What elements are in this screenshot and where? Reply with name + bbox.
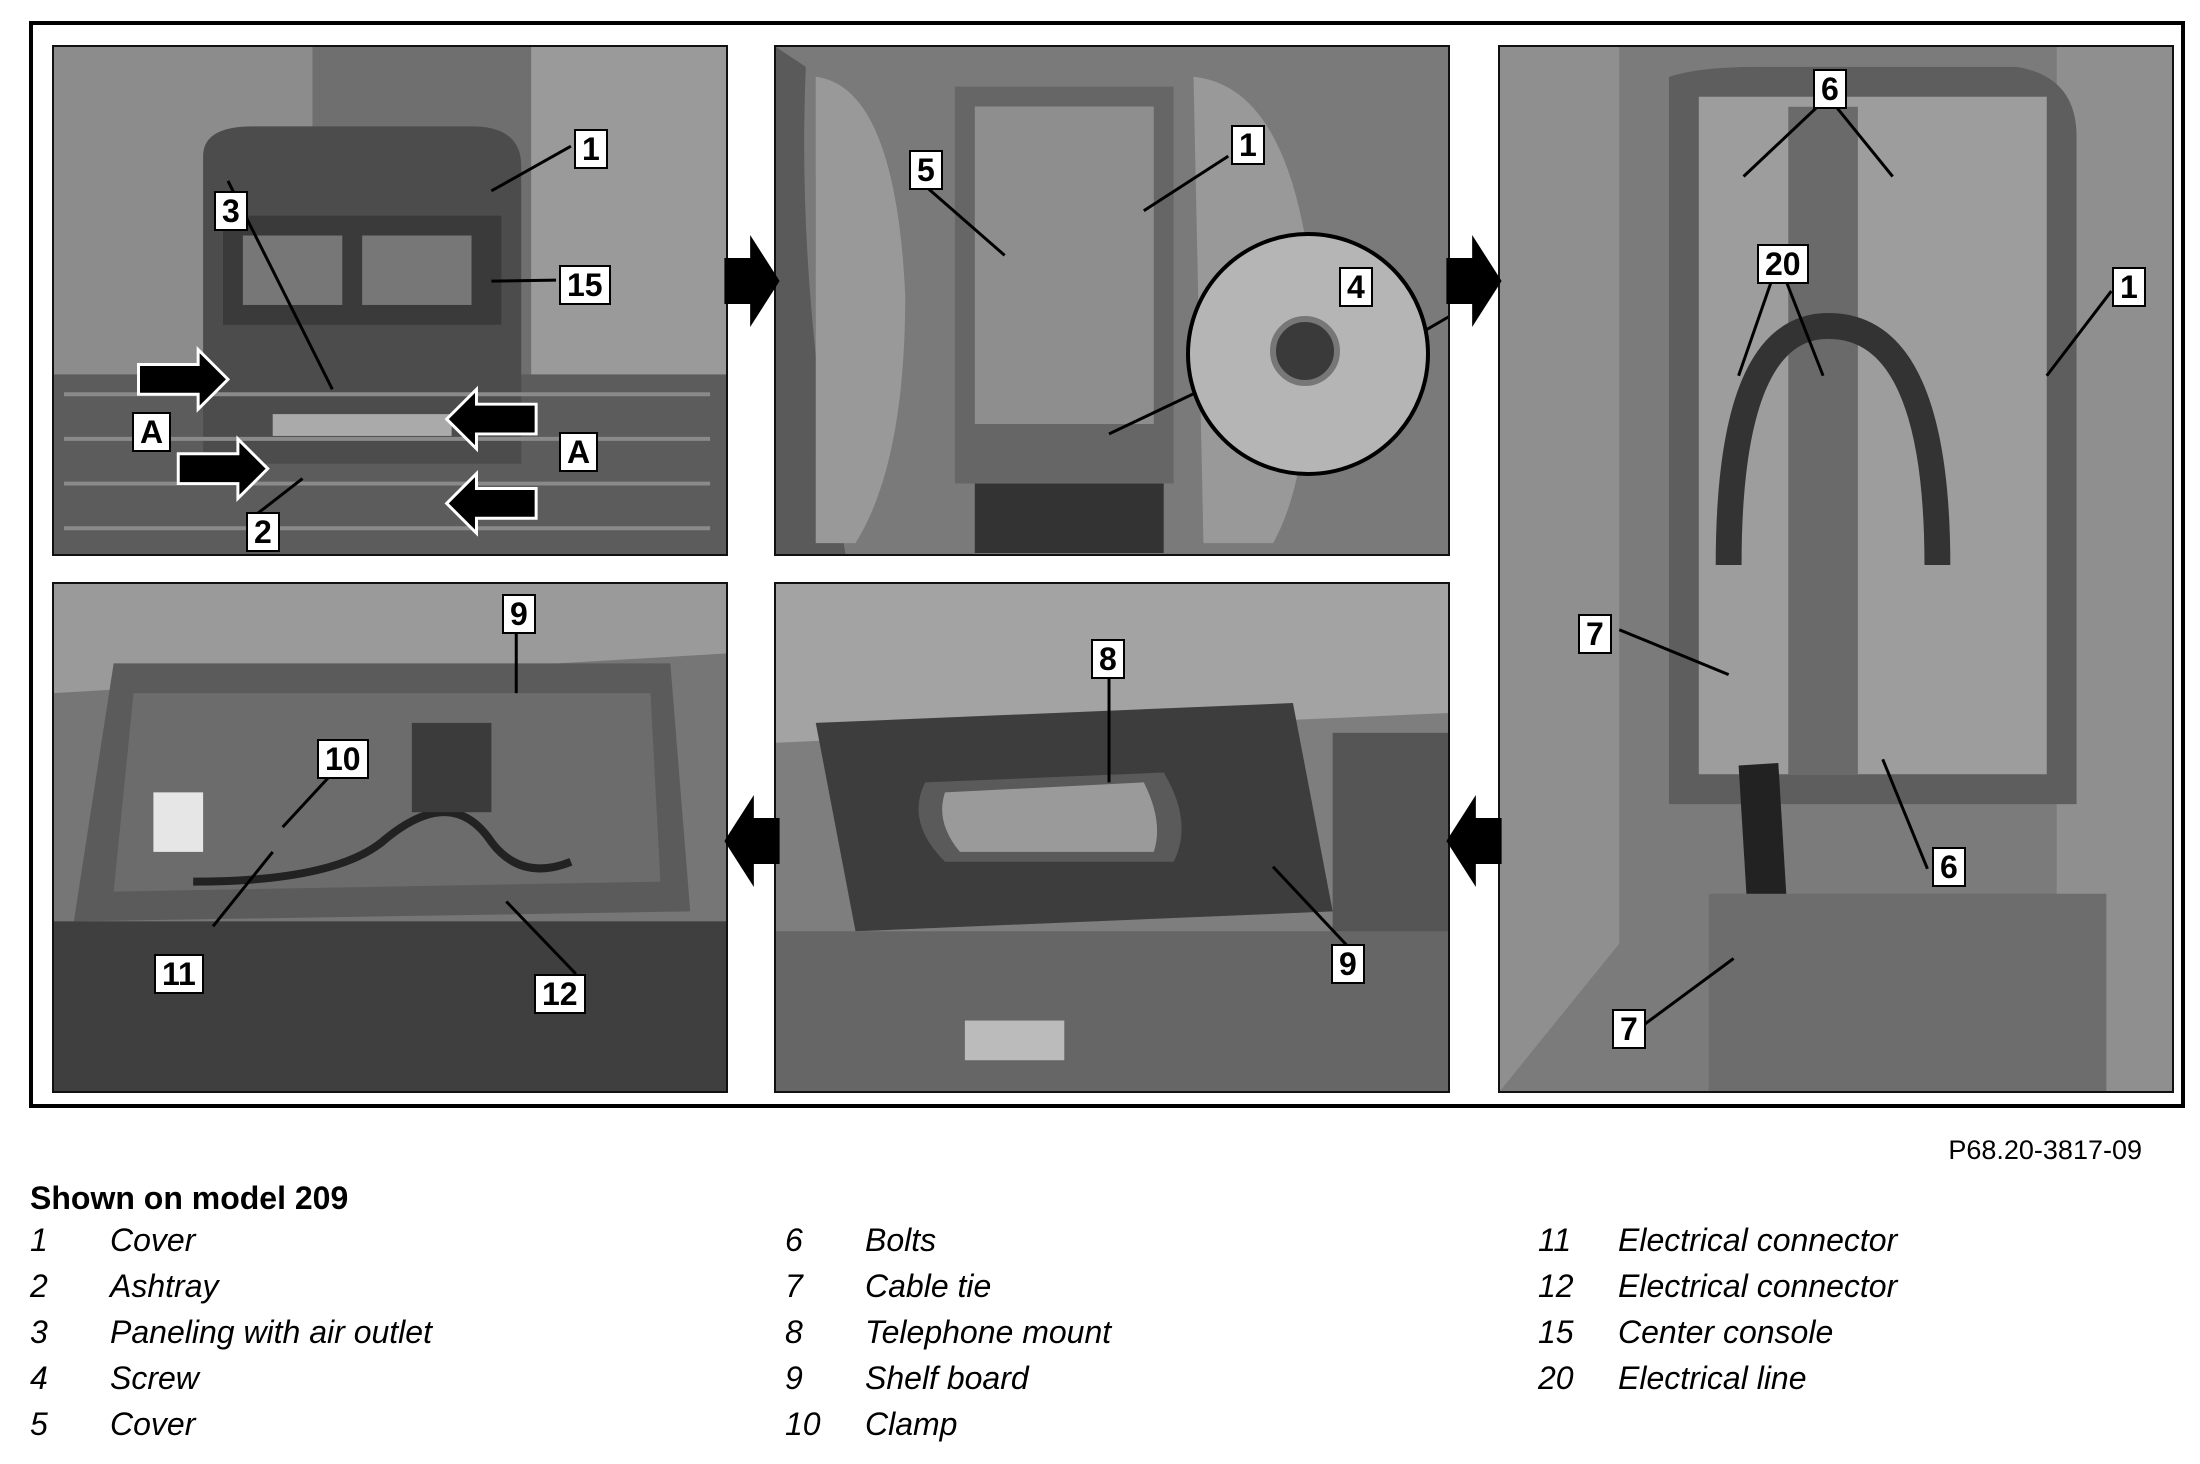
legend-number: 20 (1538, 1360, 1574, 1396)
legend-number: 12 (1538, 1268, 1574, 1304)
legend-label: Clamp (865, 1406, 958, 1442)
flow-arrow-left-icon (1446, 795, 1502, 887)
legend-number: 11 (1538, 1222, 1572, 1258)
flow-arrow-right-icon (1446, 235, 1502, 327)
callout: 20 (1757, 244, 1809, 284)
legend-label: Cover (110, 1406, 196, 1442)
flow-arrow-left-icon (724, 795, 780, 887)
legend-number: 15 (1538, 1314, 1574, 1350)
legend-item: 11 Electrical connector (1538, 1222, 1897, 1268)
photo-panel-shelf-board: 9 10 11 12 (52, 582, 728, 1093)
callout: 11 (154, 954, 204, 994)
legend-label: Electrical connector (1618, 1268, 1898, 1304)
legend-number: 10 (785, 1406, 821, 1442)
legend-heading: Shown on model 209 (30, 1180, 349, 1216)
legend-item: 5 Cover (30, 1406, 432, 1452)
callout: 4 (1339, 267, 1373, 307)
legend-item: 1 Cover (30, 1222, 432, 1268)
leader-lines (137, 144, 572, 537)
legend-label: Telephone mount (865, 1314, 1112, 1350)
flow-arrow-right-icon (724, 235, 780, 327)
callout: 10 (317, 739, 369, 779)
screw-detail-magnifier (1186, 232, 1430, 476)
legend-number: 8 (785, 1314, 803, 1350)
callout: 8 (1091, 639, 1125, 679)
callout: 9 (502, 594, 536, 634)
legend-item: 15 Center console (1538, 1314, 1897, 1360)
legend-label: Shelf board (865, 1360, 1029, 1396)
callout: 12 (534, 974, 586, 1014)
callout: 1 (1231, 125, 1265, 165)
legend-column: 6 Bolts 7 Cable tie 8 Telephone mount 9 Shel… (785, 1222, 1111, 1452)
callout: 7 (1578, 614, 1612, 654)
legend-number: 9 (785, 1360, 803, 1396)
legend-item: 12 Electrical connector (1538, 1268, 1897, 1314)
legend-item: 20 Electrical line (1538, 1360, 1897, 1406)
legend-item: 8 Telephone mount (785, 1314, 1111, 1360)
figure-frame: 1 3 15 A A 2 5 1 (29, 21, 2185, 1108)
legend-label: Electrical connector (1618, 1222, 1898, 1258)
legend-item: 2 Ashtray (30, 1268, 432, 1314)
photo-shelf-board (54, 584, 726, 1091)
callout: A (132, 412, 172, 452)
legend-number: 4 (30, 1360, 48, 1396)
photo-rear-console (54, 47, 726, 554)
legend-number: 5 (30, 1406, 48, 1442)
legend-label: Center console (1618, 1314, 1834, 1350)
leader-lines (211, 625, 577, 975)
legend-number: 6 (785, 1222, 803, 1258)
legend-label: Ashtray (110, 1268, 219, 1304)
photo-panel-rear-console: 1 3 15 A A 2 (52, 45, 728, 556)
legend-label: Paneling with air outlet (110, 1314, 432, 1350)
legend-item: 7 Cable tie (785, 1268, 1111, 1314)
callout: A (559, 432, 599, 472)
callout: 5 (909, 150, 943, 190)
legend-item: 10 Clamp (785, 1406, 1111, 1452)
leader-lines (1107, 668, 1349, 948)
callout: 7 (1612, 1009, 1646, 1049)
callout: 6 (1813, 69, 1847, 109)
legend-item: 3 Paneling with air outlet (30, 1314, 432, 1360)
photo-panel-armrest-cover: 5 1 4 (774, 45, 1450, 556)
screw-head (1270, 316, 1340, 386)
legend-item: 9 Shelf board (785, 1360, 1111, 1406)
legend-number: 3 (30, 1314, 48, 1350)
legend-number: 7 (785, 1268, 803, 1304)
legend-label: Screw (110, 1360, 199, 1396)
legend-label: Cable tie (865, 1268, 992, 1304)
legend-number: 2 (30, 1268, 48, 1304)
figure-code: P68.20-3817-09 (1948, 1135, 2142, 1165)
legend-number: 1 (30, 1222, 48, 1258)
legend-label: Electrical line (1618, 1360, 1807, 1396)
legend-item: 6 Bolts (785, 1222, 1111, 1268)
legend-label: Bolts (865, 1222, 937, 1258)
callout: 1 (2112, 267, 2146, 307)
legend-item: 4 Screw (30, 1360, 432, 1406)
legend-label: Cover (110, 1222, 196, 1258)
leader-lines (1618, 95, 2113, 1030)
photo-panel-telephone-mount: 8 9 (774, 582, 1450, 1093)
callout: 3 (214, 191, 248, 231)
callout: 6 (1932, 847, 1966, 887)
photo-panel-armrest-underside: 6 20 1 7 6 7 (1498, 45, 2174, 1093)
callout: 9 (1331, 944, 1365, 984)
callout: 1 (574, 129, 608, 169)
callout: 15 (559, 265, 611, 305)
callout: 2 (246, 512, 280, 552)
